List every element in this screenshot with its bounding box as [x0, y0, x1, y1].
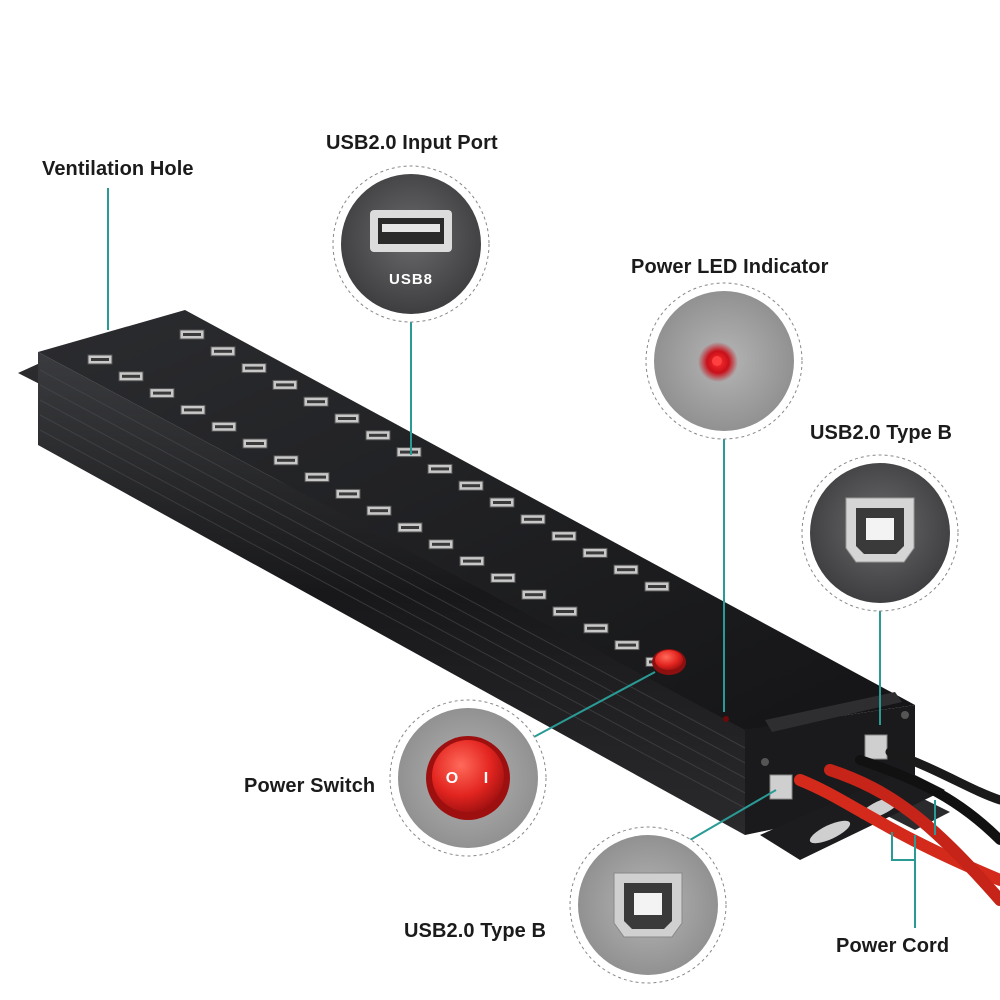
usb-port-slot-inner [370, 509, 388, 513]
usb-hub-body [18, 310, 950, 860]
usb-port-slot-inner [556, 610, 574, 613]
usb-port-slot-inner [153, 391, 171, 395]
usb-port-slot-inner [618, 643, 636, 647]
usb-port-slot-inner [369, 433, 387, 437]
usb-port-slot-inner [339, 492, 357, 496]
usb-port-slot-inner [308, 475, 326, 479]
power-led-on-hub [723, 716, 729, 722]
power-cord-cables [794, 747, 1000, 906]
usb-port-slot-inner [246, 442, 264, 445]
usb-port-array [87, 329, 671, 667]
usb-port-slot-inner [91, 358, 109, 361]
usb-port-slot-inner [214, 349, 232, 353]
usb-type-b-bottom-label: USB2.0 Type B [404, 920, 547, 942]
power-led-detail [645, 282, 803, 440]
usb8-port-label: USB8 [389, 271, 433, 288]
usb-port-slot-inner [245, 366, 263, 370]
usb-port-slot-inner [555, 534, 573, 538]
usb-type-b-top-label: USB2.0 Type B [810, 422, 953, 444]
power-switch-detail: O I [389, 699, 547, 857]
usb-input-port-detail: USB8 [332, 165, 490, 323]
usb-port-slot-inner [493, 501, 511, 504]
usb-port-slot-inner [462, 484, 480, 488]
usb-port-slot-inner [648, 585, 666, 588]
usb-port-slot-inner [617, 568, 635, 572]
usb-port-slot-inner [183, 333, 201, 336]
power-led-label: Power LED Indicator [631, 256, 829, 278]
callout-lines [107, 188, 936, 928]
usb-type-b-bottom-detail [569, 826, 727, 984]
usb-port-slot-inner [338, 417, 356, 420]
usb-port-slot-inner [587, 626, 605, 630]
usb-port-slot-inner [432, 542, 450, 546]
ventilation-hole-label: Ventilation Hole [42, 158, 194, 180]
usb-port-slot-inner [586, 551, 604, 555]
power-switch-label: Power Switch [244, 775, 376, 797]
usb-type-b-top-detail [801, 454, 959, 612]
usb-port-slot-inner [524, 517, 542, 521]
usb-port-slot-inner [494, 576, 512, 580]
usb-port-slot-inner [276, 383, 294, 387]
usb-port-slot-inner [215, 425, 233, 429]
power-cord-label: Power Cord [836, 935, 950, 957]
usb-port-slot-inner [400, 450, 418, 454]
svg-text:O: O [446, 770, 458, 787]
usb-input-port-label: USB2.0 Input Port [326, 132, 498, 154]
usb-port-slot-inner [431, 467, 449, 471]
usb-port-slot-inner [401, 526, 419, 529]
usb-port-slot-inner [525, 593, 543, 597]
usb-port-slot-inner [122, 374, 140, 378]
usb-port-slot-inner [463, 559, 481, 563]
usb-port-slot-inner [184, 408, 202, 412]
usb-port-slot-inner [277, 458, 295, 462]
usb-port-slot-inner [307, 400, 325, 404]
svg-text:I: I [484, 770, 488, 787]
power-switch-on-hub [652, 649, 686, 675]
